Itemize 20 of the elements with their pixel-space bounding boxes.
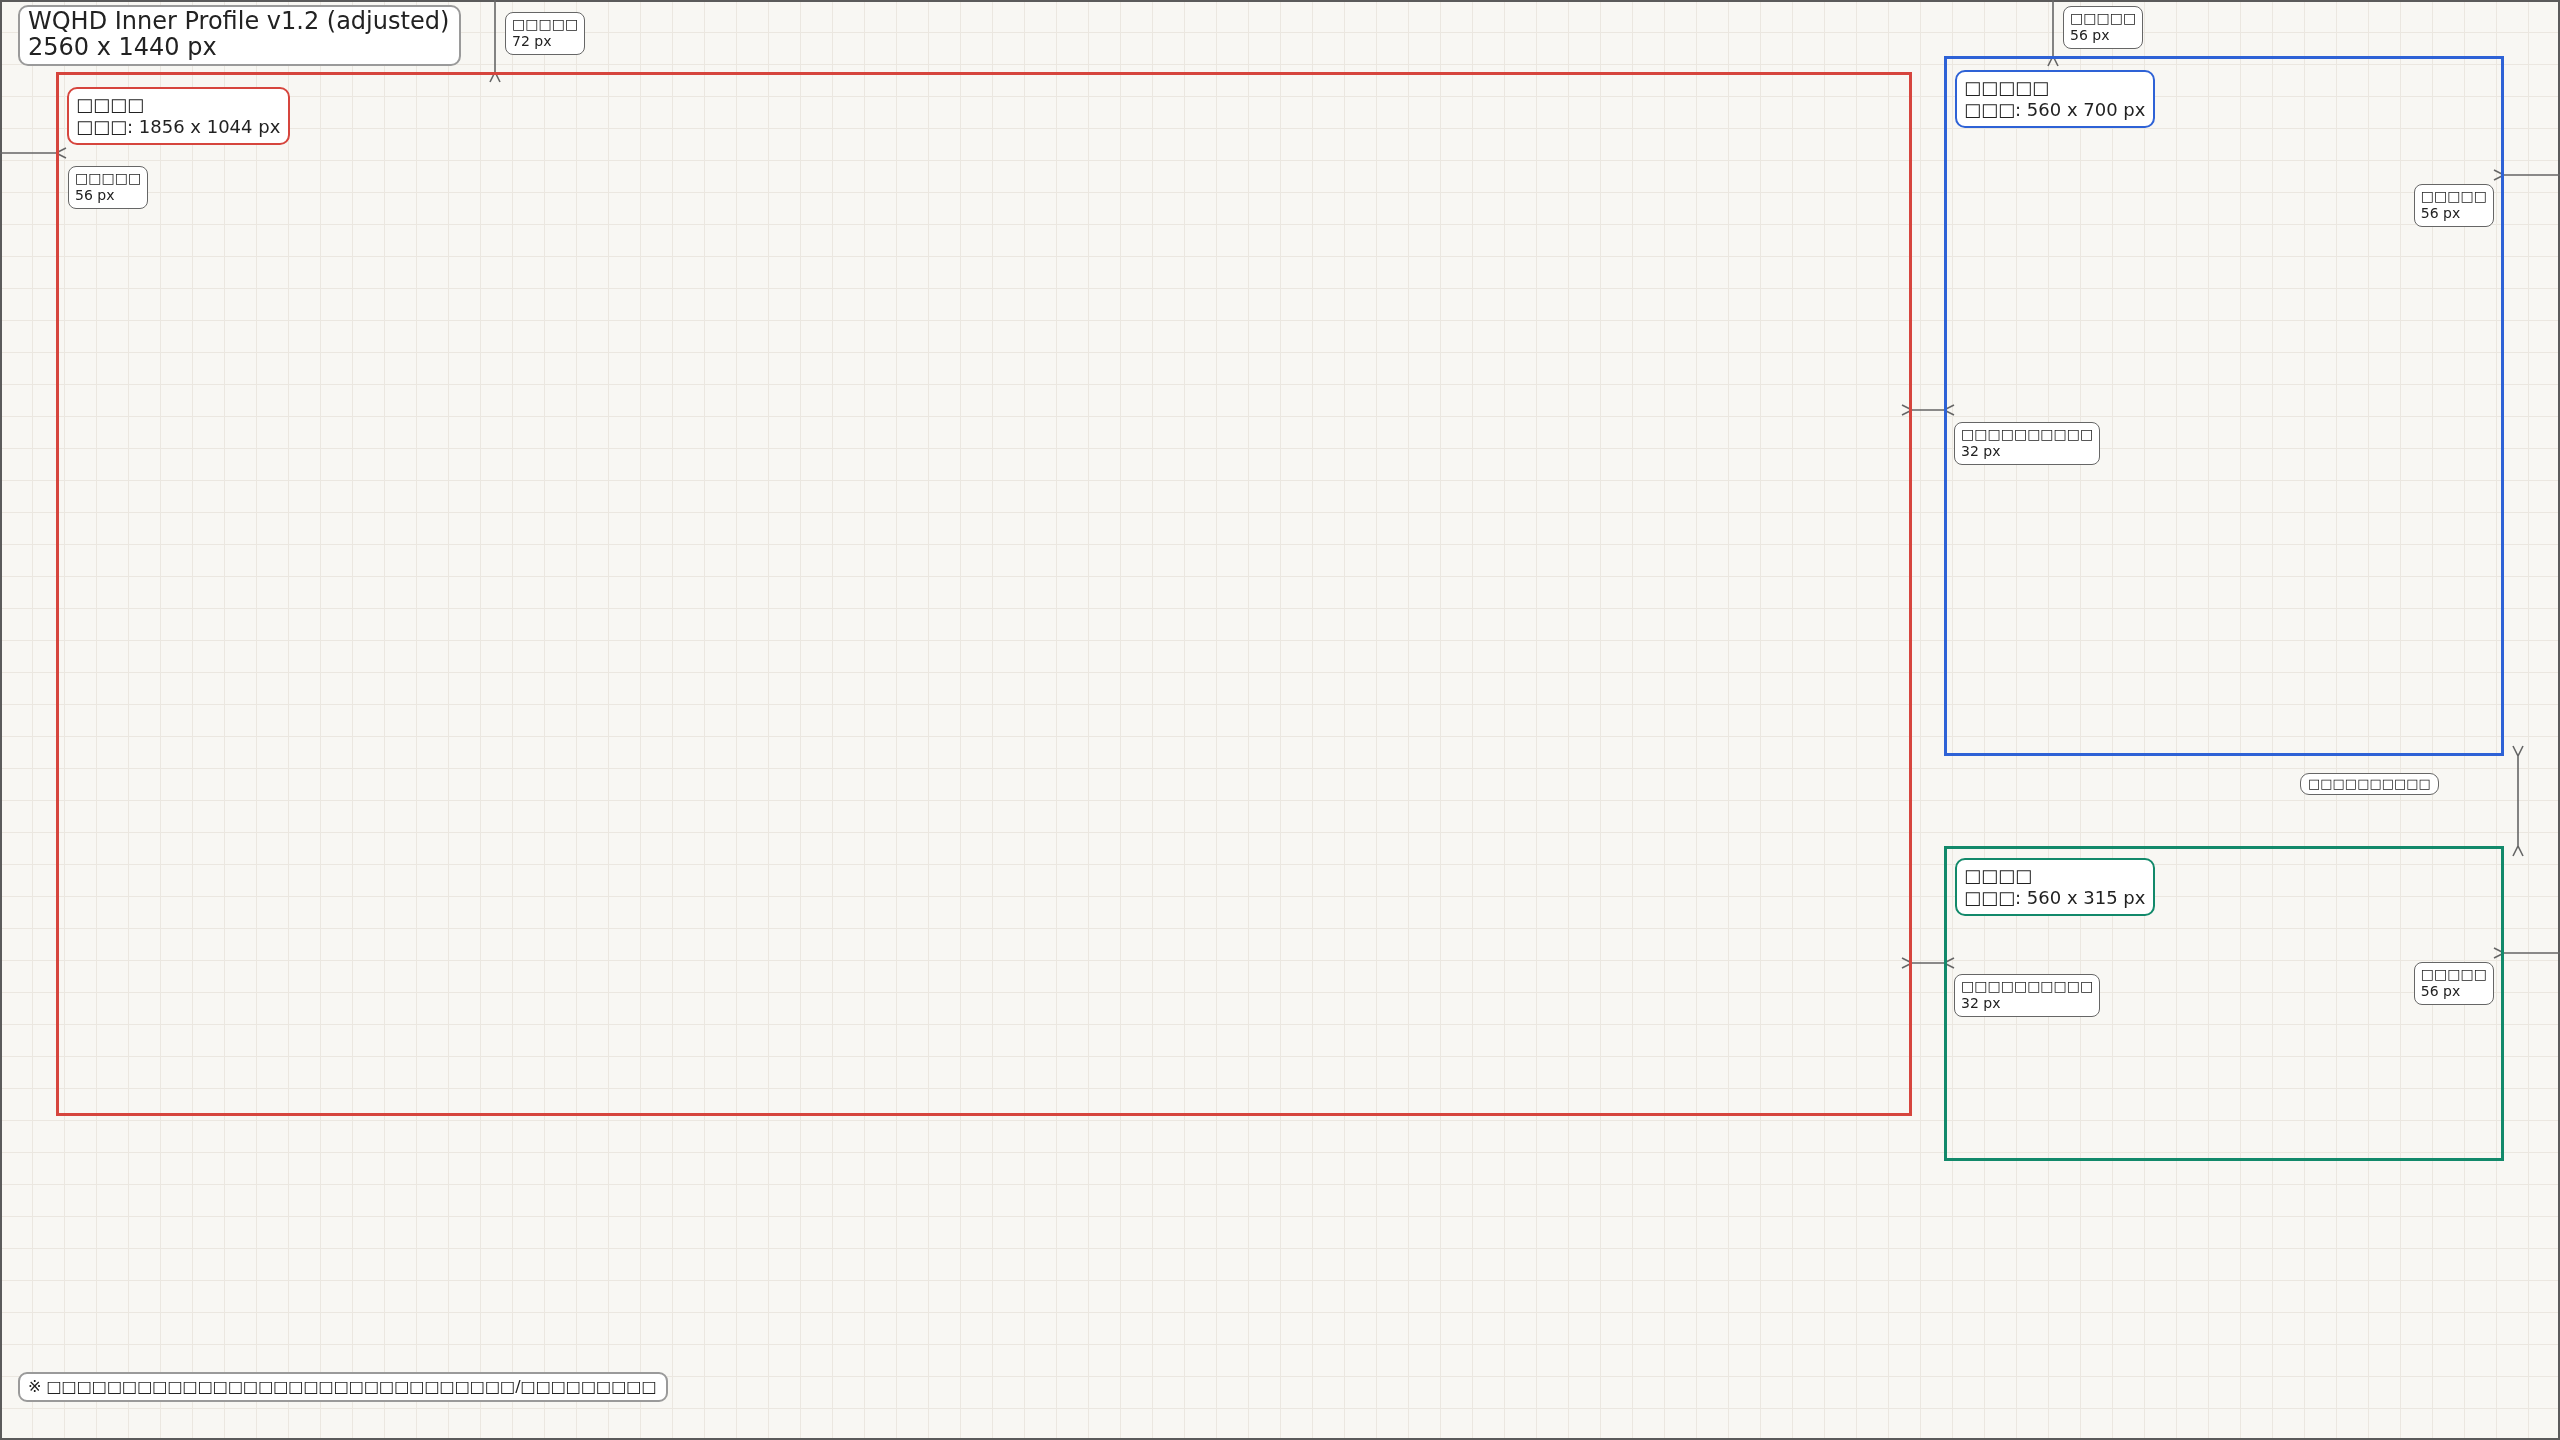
dimension-label: □□□□□ 56 px bbox=[2413, 184, 2494, 227]
size-text: 2560 x 1440 px bbox=[28, 34, 218, 61]
dimension-label: □□□□□ 56 px bbox=[2063, 6, 2144, 49]
dimension-label: □□□□□ 72 px bbox=[505, 12, 586, 55]
region-size: □□□: 560 x 315 px bbox=[1964, 886, 2146, 909]
region-title: □□□□ bbox=[1964, 865, 2034, 887]
dimension-label: □□□□□ 56 px bbox=[68, 166, 149, 209]
region-title: □□□□□ bbox=[1964, 77, 2051, 99]
dimension-label: □□□□□□□□□□ 32 px bbox=[1954, 422, 2101, 465]
region-title: □□□□ bbox=[76, 94, 146, 116]
region-size: □□□: 560 x 700 px bbox=[1964, 98, 2146, 121]
layout-region bbox=[1944, 56, 2504, 756]
footnote: ※ □□□□□□□□□□□□□□□□□□□□□□□□□□□□□□□/□□□□□□□□□ bbox=[18, 1372, 668, 1403]
dimension-label: □□□□□□□□□□ bbox=[2300, 773, 2439, 795]
region-size: □□□: 1856 x 1044 px bbox=[76, 115, 281, 138]
dimension-label: □□□□□□□□□□ 32 px bbox=[1954, 974, 2101, 1017]
title-text: WQHD Inner Profile v1.2 (adjusted) bbox=[28, 9, 450, 35]
layout-region bbox=[1944, 846, 2504, 1161]
dimension-label: □□□□□ 56 px bbox=[2413, 962, 2494, 1005]
layout-region bbox=[56, 72, 1912, 1116]
